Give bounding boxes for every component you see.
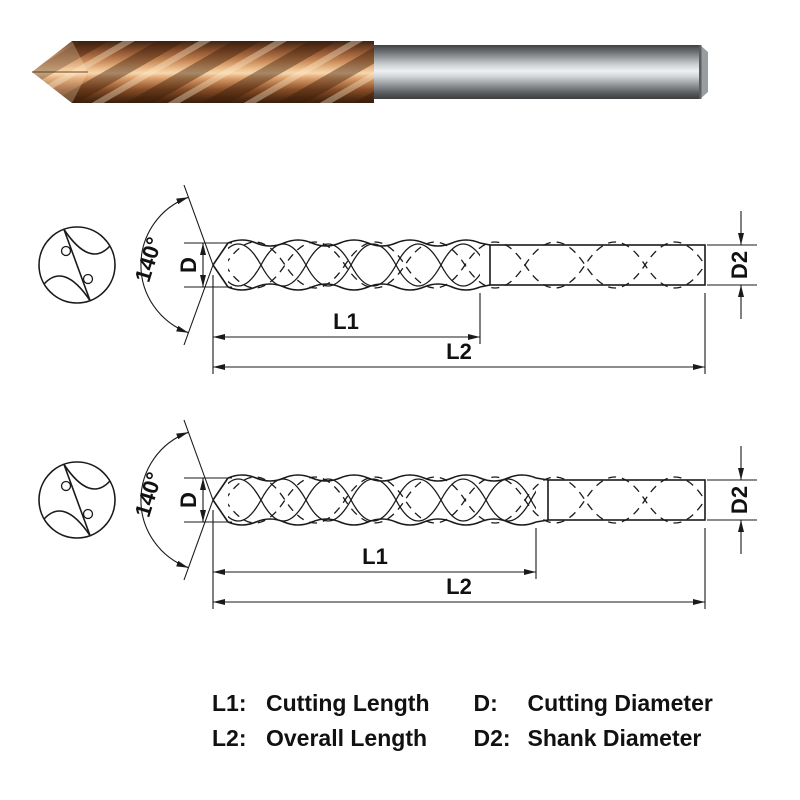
overall-length-label: L2 [446,574,472,599]
labels-1: 140° D D2 L1 L2 [130,234,752,364]
flute-shank-junction [479,242,491,288]
technical-drawing-1: 140° D D2 L1 L2 [38,184,757,374]
legend-key-d2: D2: [473,725,511,751]
overall-length-label: L2 [446,339,472,364]
d2-extension-lines [707,479,757,521]
flute-bottom-outline [227,283,481,291]
shank-outline [489,244,706,286]
side-view-2 [212,474,706,526]
legend-value-l1: Cutting Length [266,690,430,716]
flute-top-outline [227,239,481,247]
d-extension-lines [184,477,232,523]
shank-diameter-label: D2 [727,251,752,279]
point-angle-arc [140,431,189,569]
end-view-2 [38,461,116,539]
labels-2: 140° D D2 L1 L2 [130,469,752,599]
drill-photo [32,41,708,103]
end-view-flute-face-top [63,464,111,490]
end-view-cutting-edge [63,464,91,536]
coolant-hole [60,480,72,492]
d2-extension-lines [707,244,757,286]
legend-value-d2: Shank Diameter [527,725,702,751]
legend-item-l2: L2: Overall Length [212,721,430,756]
legend-key-d: D: [473,690,498,716]
cutting-length-label: L1 [362,544,388,569]
flute-helix-solid [228,478,536,522]
coolant-hole [82,508,94,520]
legend-col-lengths: L1: Cutting Length L2: Overall Length [212,686,430,756]
drill-tip-outline [212,477,229,523]
dimensions-1 [140,184,757,374]
end-view-1 [38,226,116,304]
cutting-diameter-label: D [176,492,201,508]
end-view-flute-face-bottom [43,275,91,301]
drill-photo-flute-spiral [32,41,374,103]
cutting-diameter-label: D [176,257,201,273]
point-angle-arc [140,196,189,334]
legend: L1: Cutting Length L2: Overall Length D:… [212,686,713,756]
end-view-flute-face-bottom [43,510,91,536]
end-view-outline [38,226,116,304]
drill-photo-shank-end-ring [699,45,702,99]
end-view-flute-face-top [63,229,111,255]
coolant-hole [82,273,94,285]
legend-item-l1: L1: Cutting Length [212,686,430,721]
point-angle-label: 140° [130,469,167,520]
side-view-1 [212,239,706,291]
legend-value-l2: Overall Length [266,725,428,751]
legend-item-d2: D2: Shank Diameter [474,721,713,756]
length-extension-lines [212,510,706,609]
point-angle-label: 140° [130,234,167,285]
drill-photo-shank-chamfer [700,45,708,99]
drill-photo-shank [374,45,700,99]
technical-drawing-2: 140° D D2 L1 L2 [38,419,757,609]
coolant-channel-hidden-lines [228,476,705,524]
legend-col-diameters: D: Cutting Diameter D2: Shank Diameter [474,686,713,756]
d-extension-lines [184,242,232,288]
drill-tip-outline [212,242,229,288]
shank-outline [547,479,706,521]
point-angle-leg [183,419,214,581]
point-angle-leg [183,184,214,346]
coolant-hole [60,245,72,257]
legend-value-d: Cutting Diameter [527,690,713,716]
shank-diameter-label: D2 [727,486,752,514]
end-view-cutting-edge [63,229,91,301]
flute-helix-solid [228,243,480,287]
end-view-outline [38,461,116,539]
legend-key-l1: L1: [212,690,247,716]
dimensions-2 [140,419,757,609]
length-extension-lines [212,275,706,374]
cutting-length-label: L1 [333,309,359,334]
legend-item-d: D: Cutting Diameter [474,686,713,721]
legend-key-l2: L2: [212,725,247,751]
coolant-channel-hidden-lines [228,241,705,289]
